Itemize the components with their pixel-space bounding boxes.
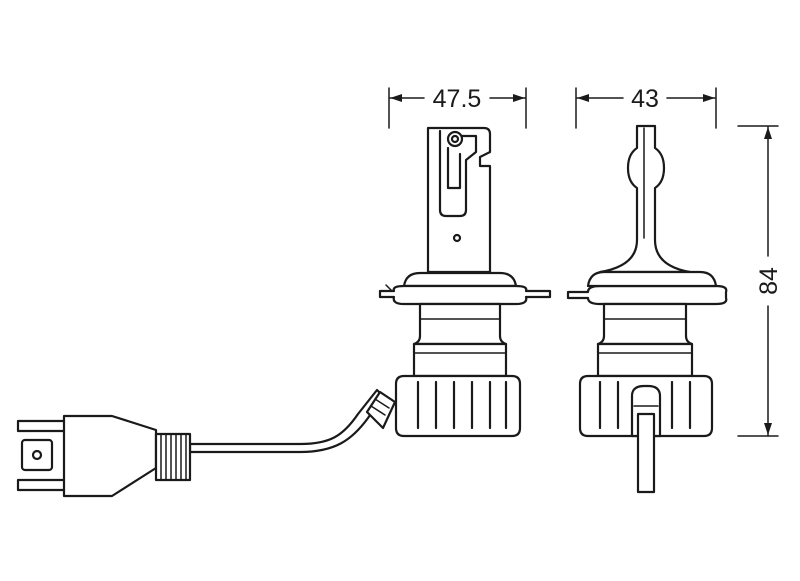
front-heatsink bbox=[394, 374, 522, 438]
dimension-height: 84 bbox=[737, 125, 783, 437]
side-cable bbox=[636, 412, 656, 494]
bulb-front-view bbox=[188, 126, 552, 454]
side-body bbox=[596, 342, 694, 378]
front-width-label: 47.5 bbox=[433, 85, 482, 113]
side-width-label: 43 bbox=[631, 85, 659, 113]
front-neck bbox=[412, 302, 508, 346]
front-cable bbox=[188, 388, 385, 454]
side-flange bbox=[566, 284, 728, 306]
side-led-fin bbox=[598, 124, 692, 274]
h4-connector bbox=[16, 414, 192, 498]
side-neck bbox=[596, 302, 694, 346]
front-led-board bbox=[426, 126, 492, 274]
dimension-side-width: 43 bbox=[575, 85, 717, 129]
dimension-front-width: 47.5 bbox=[388, 85, 527, 129]
front-body bbox=[412, 342, 508, 378]
front-flange bbox=[378, 284, 552, 306]
front-collar bbox=[402, 271, 518, 288]
connector-housing bbox=[62, 414, 158, 498]
bulb-side-view bbox=[566, 124, 728, 494]
height-label: 84 bbox=[755, 267, 783, 295]
